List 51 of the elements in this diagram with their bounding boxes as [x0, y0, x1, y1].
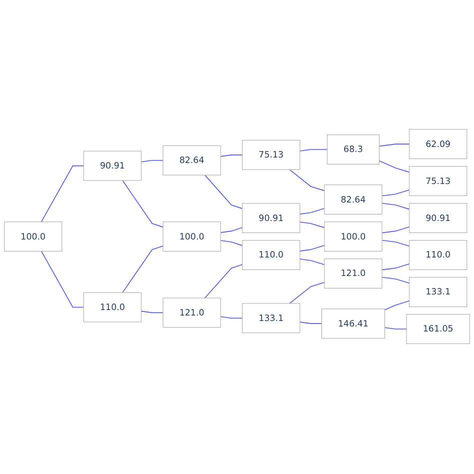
node-box: 90.91 [83, 151, 142, 182]
connector [384, 300, 410, 311]
node-box: 82.64 [324, 185, 382, 215]
connector [382, 240, 410, 248]
node-box: 121.0 [162, 298, 221, 328]
node-box: 68.3 [326, 134, 380, 165]
connector [40, 251, 84, 308]
node-box: 110.0 [83, 292, 142, 323]
connector [382, 203, 410, 210]
connector [382, 264, 410, 271]
node-box: 110.0 [409, 240, 468, 270]
node-box: 121.0 [324, 259, 382, 289]
node-box: 133.1 [409, 278, 468, 308]
connector [300, 150, 328, 152]
connector [220, 240, 243, 246]
node-box: 75.13 [409, 166, 468, 196]
connector [300, 322, 322, 324]
connector [220, 154, 243, 158]
connector [378, 144, 410, 148]
node-box: 62.09 [409, 130, 468, 160]
node-box: 161.05 [406, 314, 470, 344]
connector [382, 277, 410, 284]
node-box: 110.0 [242, 240, 300, 270]
node-box: 100.0 [324, 222, 382, 252]
connector [122, 180, 164, 228]
node-box: 90.91 [242, 204, 300, 234]
connector [384, 328, 407, 330]
node-box: 75.13 [242, 140, 300, 170]
connector [220, 316, 243, 320]
connector [300, 245, 325, 252]
connector [289, 170, 325, 192]
connector [378, 160, 410, 174]
connector [140, 160, 164, 163]
connector [289, 282, 325, 304]
node-box: 100.0 [162, 222, 221, 252]
connector [300, 222, 325, 229]
connector [382, 226, 410, 234]
connector [40, 166, 84, 223]
connector [204, 175, 243, 210]
node-box: 90.91 [409, 204, 468, 234]
connector [382, 190, 410, 197]
connector [220, 228, 243, 234]
node-box: 82.64 [162, 146, 221, 176]
node-box: 146.41 [321, 309, 386, 340]
connector [300, 208, 325, 215]
node-box: 133.1 [242, 304, 300, 334]
connector [204, 264, 243, 299]
connector [122, 246, 164, 294]
connector [300, 259, 325, 266]
connector [140, 311, 164, 314]
node-box: 100.0 [4, 222, 62, 252]
